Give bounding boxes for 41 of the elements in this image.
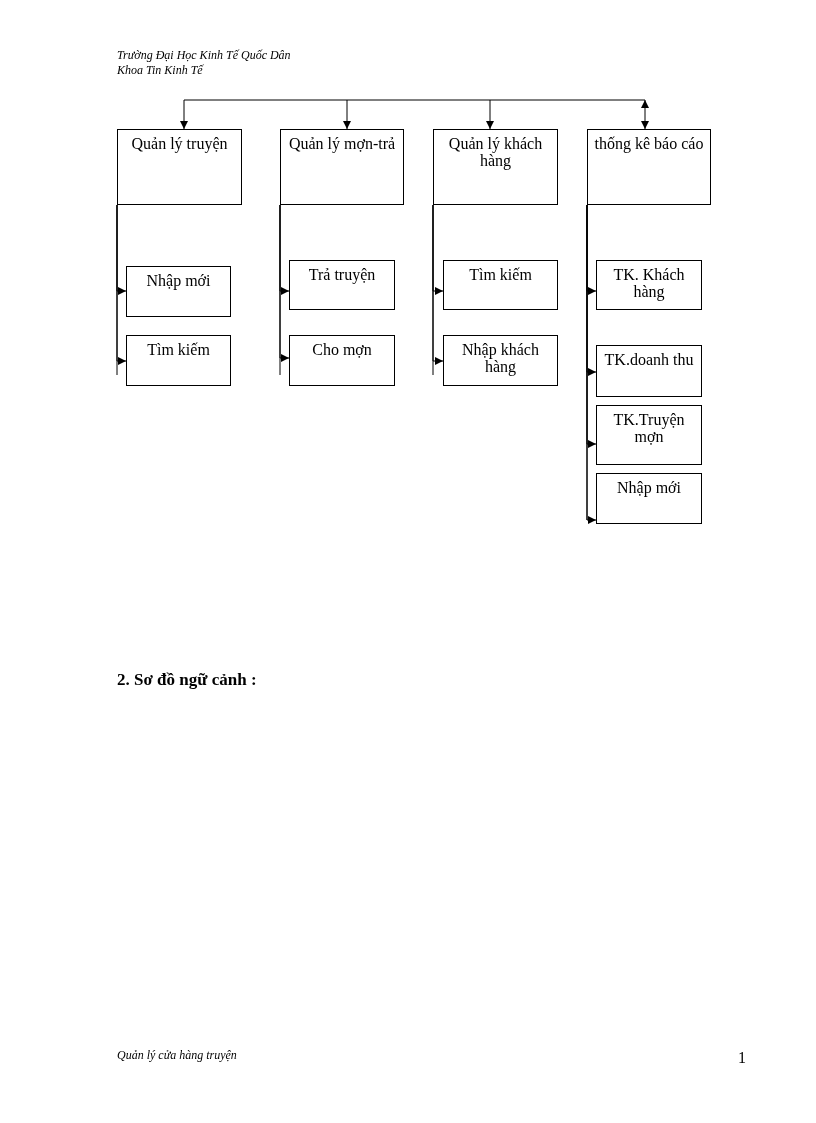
section-heading: 2. Sơ đồ ngữ cảnh : — [117, 669, 257, 691]
arrow — [486, 99, 494, 130]
process-box — [443, 335, 558, 386]
process-box — [289, 335, 395, 386]
process-box — [433, 129, 558, 205]
process-box — [289, 260, 395, 310]
process-box — [596, 473, 702, 524]
box-label: thống kê báo cáo — [593, 135, 705, 152]
arrow — [116, 204, 127, 365]
header-text: Trường Đại Học Kinh Tế Quốc Dân — [117, 48, 291, 63]
box-label: Quản lý khách hàng — [447, 135, 544, 169]
arrow — [586, 204, 597, 524]
page-number: 1 — [738, 1048, 746, 1068]
process-box — [126, 335, 231, 386]
arrow — [279, 204, 290, 362]
header-text: Khoa Tin Kinh Tế — [117, 63, 205, 78]
box-label: Nhập mới — [616, 479, 682, 496]
process-box — [117, 129, 242, 205]
box-label: Cho mợn — [311, 341, 373, 358]
process-box — [596, 345, 702, 397]
process-box — [443, 260, 558, 310]
arrow — [432, 204, 444, 365]
process-box — [596, 260, 702, 310]
process-box — [126, 266, 231, 317]
process-box — [280, 129, 404, 205]
arrow — [641, 99, 649, 130]
box-label: Tìm kiếm — [468, 266, 533, 283]
box-label: Trả truyện — [307, 266, 377, 283]
box-label: TK. Khách hàng — [612, 266, 686, 300]
box-label: TK.doanh thu — [603, 351, 695, 368]
box-label: Quản lý mợn-trả — [287, 135, 397, 152]
process-box — [587, 129, 711, 205]
process-box — [596, 405, 702, 465]
box-label: Tìm kiếm — [146, 341, 211, 358]
box-label: TK.Truyện mợn — [612, 411, 686, 445]
footer-text: Quản lý cửa hàng truyện — [117, 1047, 237, 1064]
arrow — [180, 99, 188, 130]
arrow — [343, 99, 351, 130]
box-label: Nhập khách hàng — [461, 341, 540, 375]
box-label: Nhập mới — [145, 272, 212, 289]
box-label: Quản lý truyện — [130, 135, 229, 152]
